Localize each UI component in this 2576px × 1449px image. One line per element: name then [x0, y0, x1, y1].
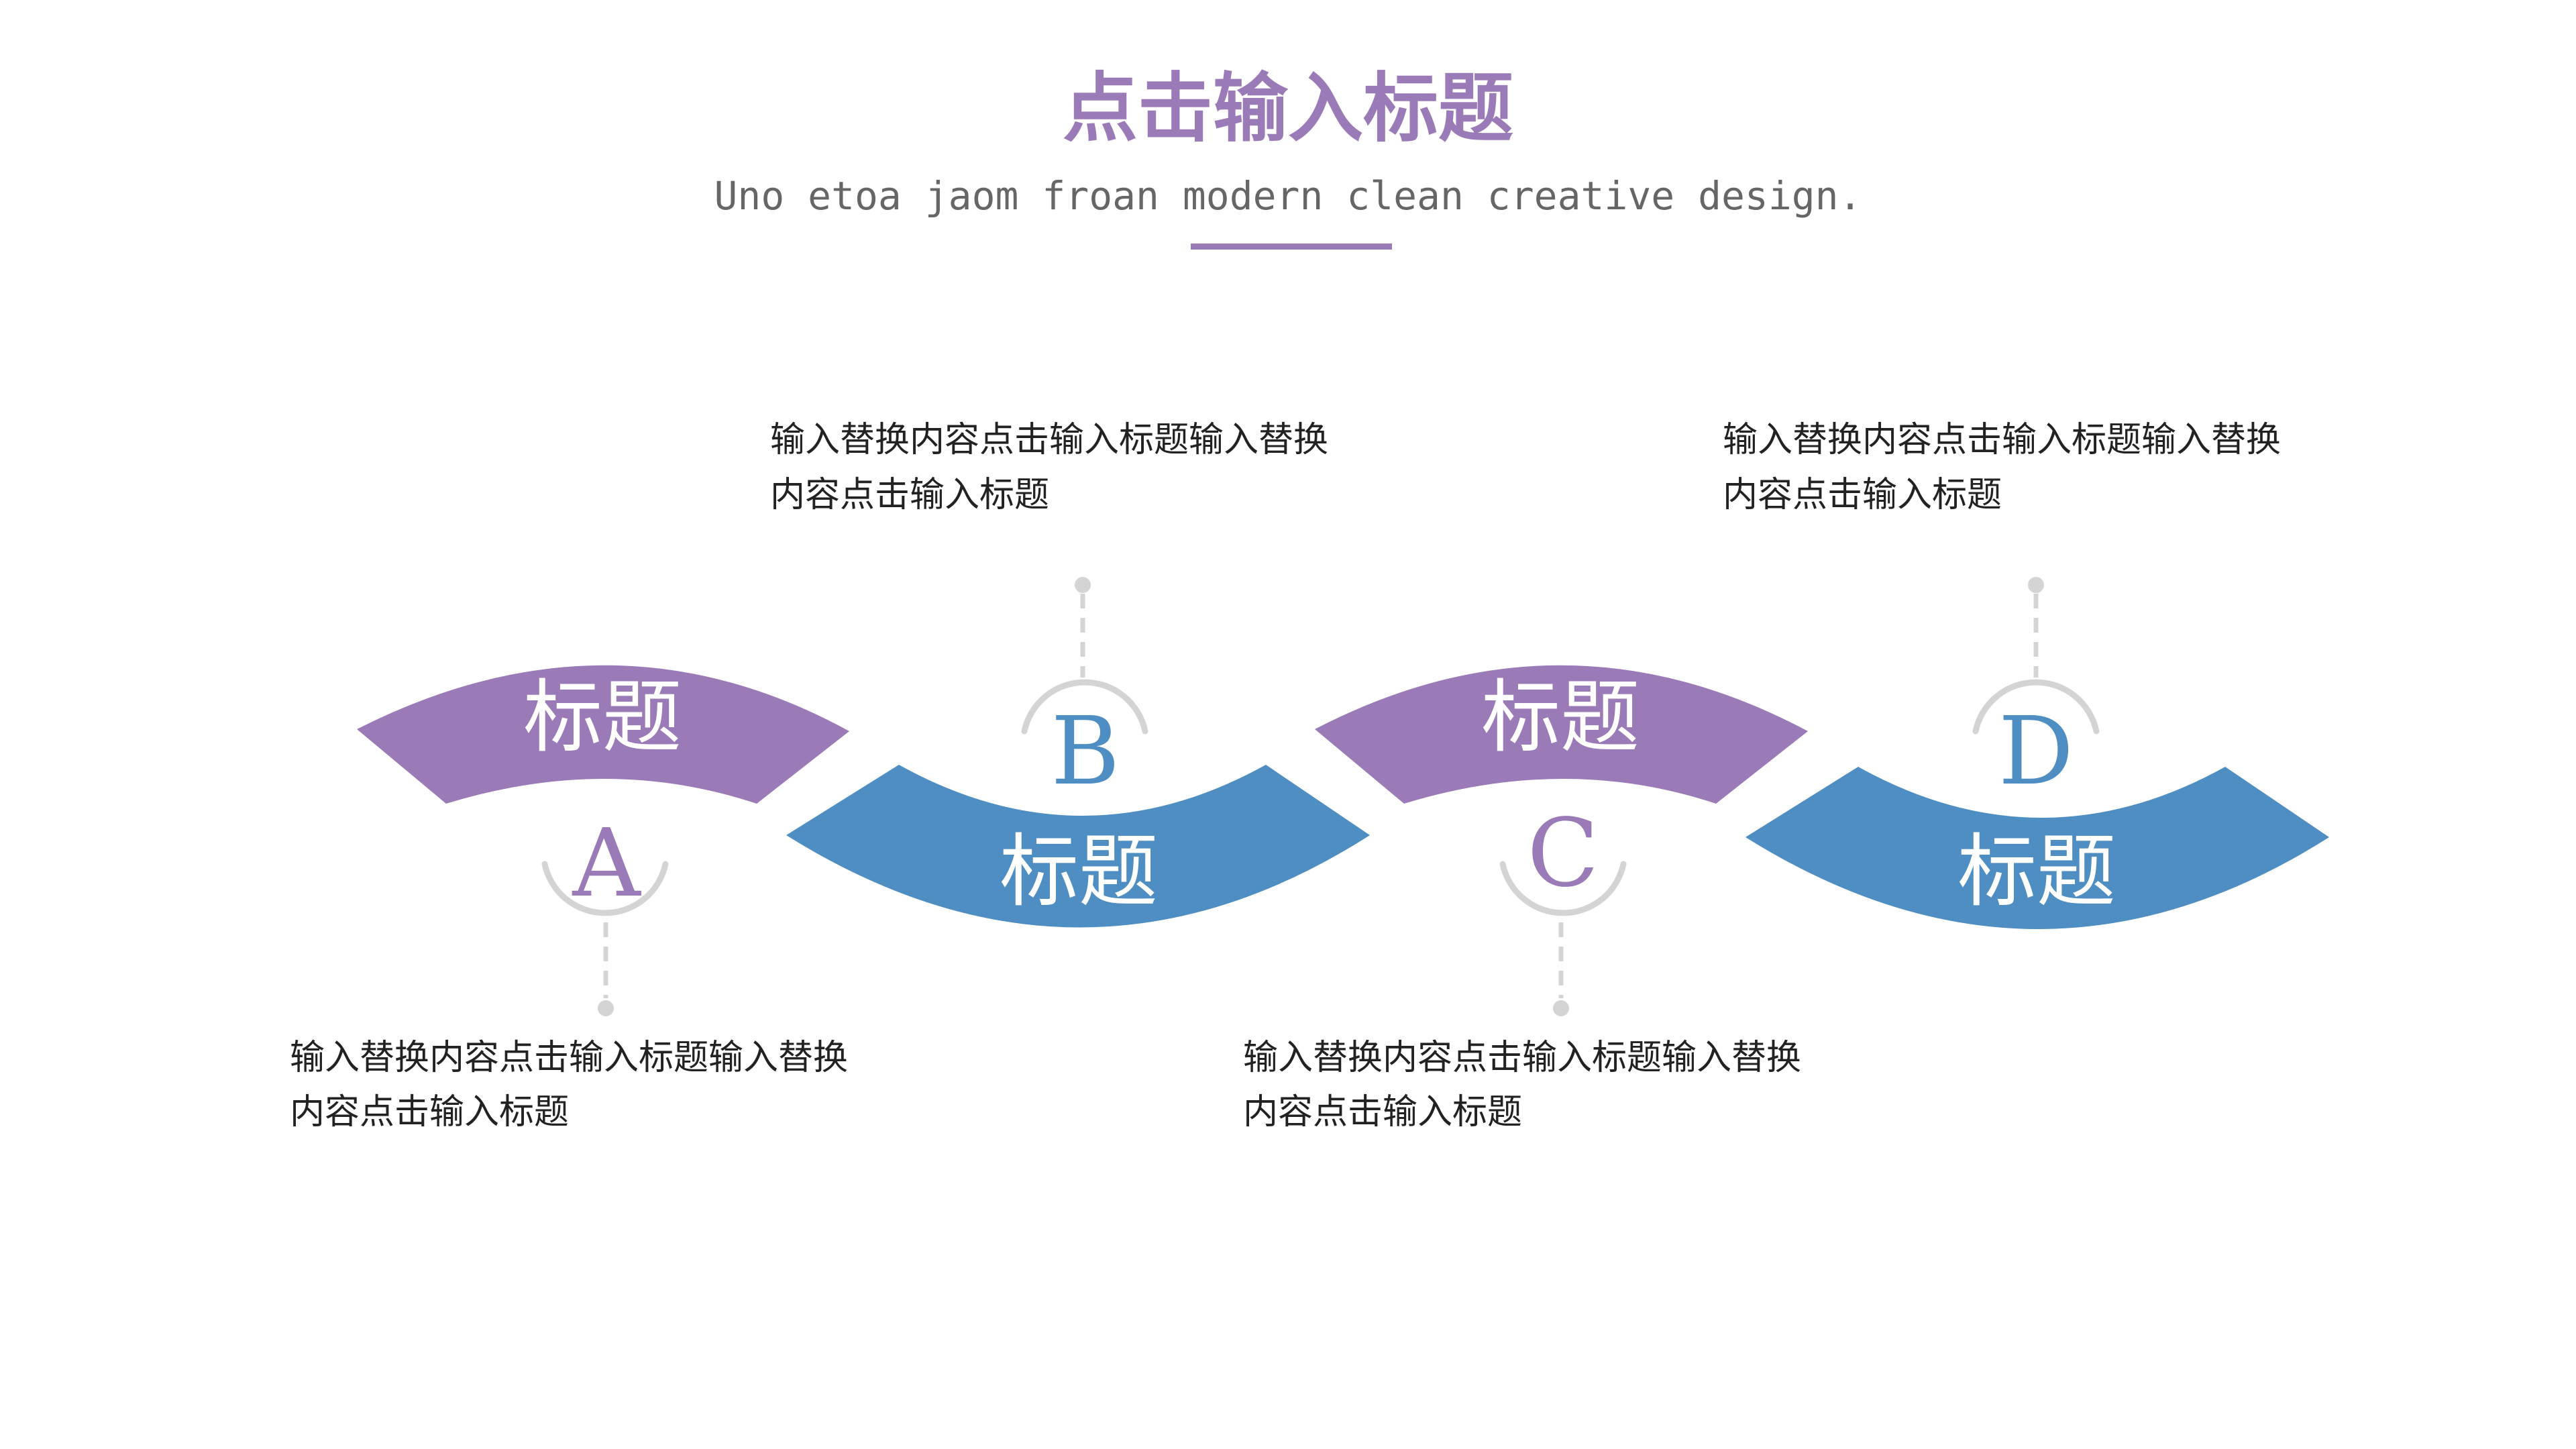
step-c-label: 标题	[1481, 671, 1640, 763]
title-underline	[1191, 244, 1392, 250]
step-a-label: 标题	[523, 671, 682, 763]
step-b: 标题 B 输入替换内容点击输入标题输入替换 内容点击输入标题	[770, 420, 1370, 928]
step-a-desc-line2: 内容点击输入标题	[290, 1092, 569, 1132]
step-b-desc-line2: 内容点击输入标题	[770, 475, 1049, 515]
step-c-bracket	[1499, 861, 1627, 916]
step-b-label: 标题	[1000, 825, 1158, 918]
step-c: 标题 C 输入替换内容点击输入标题输入替换 内容点击输入标题	[1243, 665, 1808, 1132]
step-d-bracket	[1972, 679, 2100, 735]
step-d: 标题 D 输入替换内容点击输入标题输入替换 内容点击输入标题	[1723, 420, 2329, 929]
step-a-letter: A	[572, 809, 641, 918]
step-a-dot	[598, 1000, 614, 1016]
page-title: 点击输入标题	[1063, 64, 1513, 152]
step-c-desc-line2: 内容点击输入标题	[1243, 1092, 1522, 1132]
step-b-letter: B	[1051, 697, 1120, 806]
step-a-arc-segment	[357, 665, 849, 804]
step-b-arc-segment	[786, 765, 1370, 928]
step-d-arc-segment	[1746, 767, 2329, 929]
step-d-dot	[2028, 577, 2044, 593]
step-a: 标题 A 输入替换内容点击输入标题输入替换 内容点击输入标题	[290, 665, 849, 1132]
step-d-desc-line1: 输入替换内容点击输入标题输入替换	[1723, 420, 2281, 460]
step-c-arc-segment	[1315, 665, 1808, 804]
page-subtitle: Uno etoa jaom froan modern clean creativ…	[714, 173, 1862, 219]
step-d-desc-line2: 内容点击输入标题	[1723, 475, 2002, 515]
step-c-dot	[1553, 1000, 1569, 1016]
step-a-bracket	[541, 861, 669, 916]
step-c-desc-line1: 输入替换内容点击输入标题输入替换	[1243, 1038, 1801, 1078]
step-d-letter: D	[1998, 697, 2074, 806]
step-b-dot	[1075, 577, 1091, 593]
step-c-letter: C	[1527, 799, 1599, 908]
step-d-label: 标题	[1957, 825, 2116, 918]
step-b-bracket	[1021, 679, 1148, 735]
step-b-desc-line1: 输入替换内容点击输入标题输入替换	[770, 420, 1328, 460]
step-a-desc-line1: 输入替换内容点击输入标题输入替换	[290, 1038, 848, 1078]
